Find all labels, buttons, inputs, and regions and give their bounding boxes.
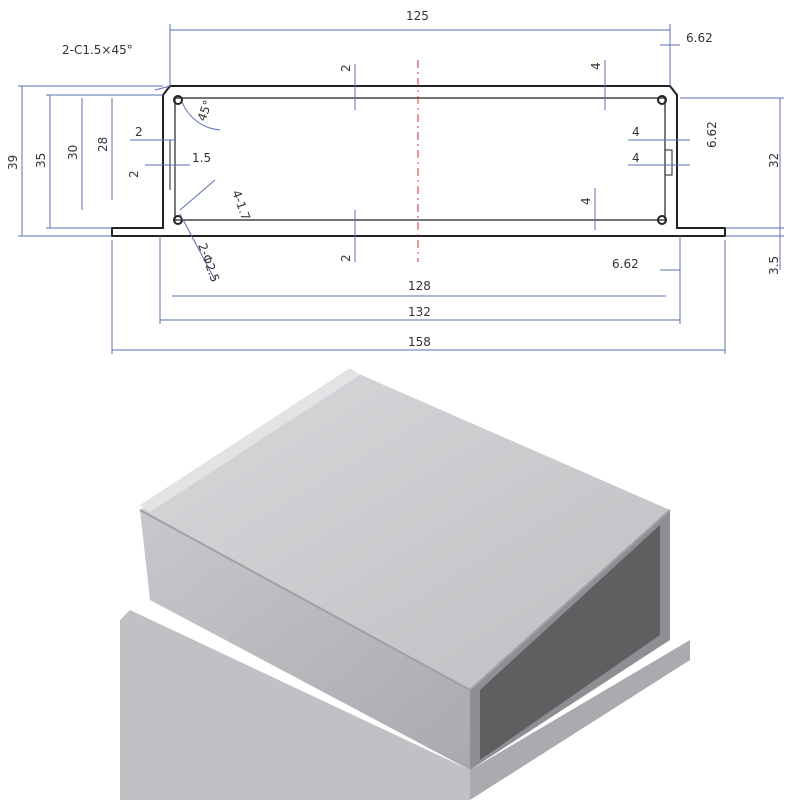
technical-drawing: 125 6.62 6.62 6.62 128 132 158 39 35 30 … <box>6 9 784 354</box>
enclosure-photo <box>120 368 690 800</box>
dim-flange-thickness: 3.5 <box>767 256 781 275</box>
holes-annotation: 2-Φ2.5 <box>195 241 222 284</box>
dim-flange-width: 158 <box>408 335 431 349</box>
dim-gap-1-5: 1.5 <box>192 151 211 165</box>
aluminum-enclosure-icon <box>120 368 690 800</box>
dim-inner-width: 128 <box>408 279 431 293</box>
dim-slot-4-right-b: 4 <box>632 151 640 165</box>
dim-wall-left: 2 <box>135 125 143 139</box>
dim-slot-4-right-a: 4 <box>632 125 640 139</box>
angle-annotation: 45° <box>195 98 215 123</box>
dim-outer-width: 132 <box>408 305 431 319</box>
dim-right-side-offset: 6.62 <box>705 121 719 148</box>
dim-height-30: 30 <box>66 145 80 160</box>
dim-slot-4-top: 4 <box>589 62 603 70</box>
dimension-lines <box>18 24 784 354</box>
dim-wall-bottom: 2 <box>339 254 353 262</box>
dim-top-width: 125 <box>406 9 429 23</box>
dim-slot-4-bottom: 4 <box>579 197 593 205</box>
dim-height-32: 32 <box>767 153 781 168</box>
dim-height-28: 28 <box>96 137 110 152</box>
dim-height-35: 35 <box>34 153 48 168</box>
dim-height-overall: 39 <box>6 155 20 170</box>
dim-right-offset-top: 6.62 <box>686 31 713 45</box>
dim-wall-top: 2 <box>339 64 353 72</box>
dim-right-offset-bottom: 6.62 <box>612 257 639 271</box>
dim-wall-left-lower: 2 <box>127 170 141 178</box>
screw-annotation: 4-1.7 <box>229 188 253 222</box>
chamfer-annotation: 2-C1.5×45° <box>62 43 133 57</box>
